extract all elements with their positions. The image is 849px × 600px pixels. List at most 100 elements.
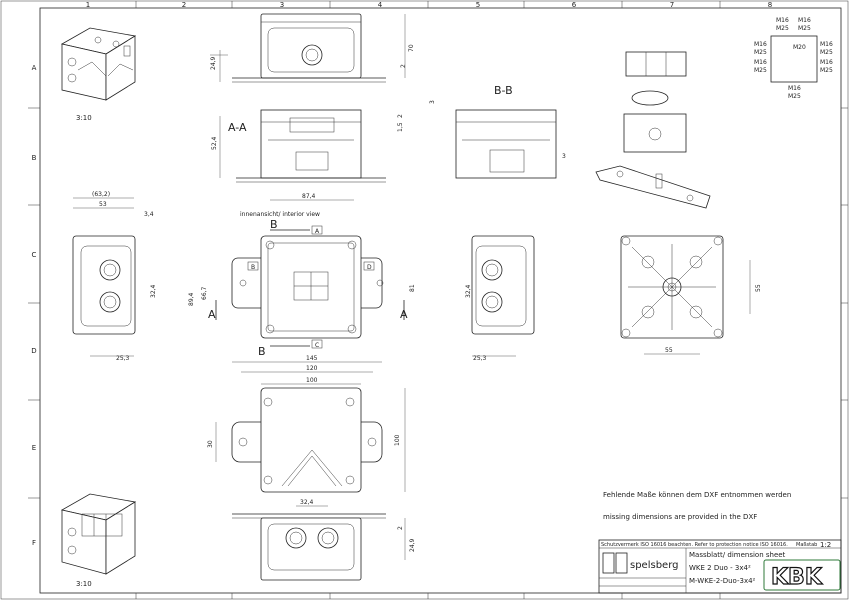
entry-right-2-m16: M16 xyxy=(820,59,833,66)
entry-left-1-m25: M25 xyxy=(754,49,767,56)
column-label-8: 8 xyxy=(768,1,772,9)
isometric-view-closed xyxy=(60,27,137,101)
entry-left-2-m16: M16 xyxy=(754,59,767,66)
entry-right-1-m25: M25 xyxy=(820,49,833,56)
cut-marker-b-top: B xyxy=(270,218,278,231)
entry-center-m20: M20 xyxy=(793,44,806,51)
bottom-view xyxy=(620,235,751,355)
tag-a: A xyxy=(315,228,320,235)
dim-3-4: 3,4 xyxy=(144,211,154,218)
row-label-d: D xyxy=(31,347,36,355)
dim-120: 120 xyxy=(306,365,318,372)
tag-b: B xyxy=(251,264,255,271)
tag-d: D xyxy=(367,264,372,271)
dim-1-5: 1,5 xyxy=(397,122,404,132)
dim-25-3-right: 25,3 xyxy=(473,355,487,362)
column-label-1: 1 xyxy=(86,1,90,9)
row-label-f: F xyxy=(32,539,36,547)
row-label-e: E xyxy=(32,444,36,452)
dim-32-4-left: 32,4 xyxy=(150,284,157,298)
product-name: WKE 2 Duo - 3x4² xyxy=(689,564,751,572)
section-label-b-b: B-B xyxy=(494,84,513,97)
dim-30: 30 xyxy=(207,440,214,448)
sheet-inner-frame xyxy=(39,7,842,594)
kbk-logo-text: KBK xyxy=(771,565,823,590)
row-grid: A B C D E F xyxy=(28,64,848,547)
entry-top-left-m25: M25 xyxy=(776,25,789,32)
scale-value: 1:2 xyxy=(820,541,831,549)
note-german: Fehlende Maße können dem DXF entnommen w… xyxy=(603,491,791,499)
main-interior-view xyxy=(215,225,405,349)
dim-3-bb-top: 3 xyxy=(429,100,436,104)
kbk-logo: KBK xyxy=(763,559,841,591)
side-view-right xyxy=(471,235,535,357)
entry-left-1-m16: M16 xyxy=(754,41,767,48)
dim-53: 53 xyxy=(99,201,107,208)
dim-25-3-left: 25,3 xyxy=(116,355,130,362)
entry-bottom-m16: M16 xyxy=(788,85,801,92)
side-view-top xyxy=(210,13,386,83)
entry-bottom-m25: M25 xyxy=(788,93,801,100)
dim-89-4: 89,4 xyxy=(188,292,195,306)
cut-marker-b-bottom: B xyxy=(258,345,266,358)
row-label-b: B xyxy=(32,154,37,162)
dim-55-horizontal: 55 xyxy=(665,347,673,354)
dim-100-horizontal: 100 xyxy=(306,377,318,384)
iso-scale-bottom: 3:10 xyxy=(76,580,92,588)
dim-24-9-bottom: 24,9 xyxy=(409,538,416,552)
dim-81: 81 xyxy=(409,284,416,292)
dim-32-4-bottom: 32,4 xyxy=(300,499,314,506)
column-label-3: 3 xyxy=(280,1,284,9)
dim-87-4: 87,4 xyxy=(302,193,316,200)
part-number: M-WKE-2-Duo-3x4² xyxy=(689,577,756,585)
column-label-6: 6 xyxy=(572,1,577,9)
dim-55-vertical: 55 xyxy=(755,284,762,292)
dim-2-aa: 2 xyxy=(397,114,404,118)
scale-label: Maßstab xyxy=(796,542,817,548)
dim-100-vertical: 100 xyxy=(394,434,401,446)
column-label-5: 5 xyxy=(476,1,480,9)
entry-right-1-m16: M16 xyxy=(820,41,833,48)
tag-c: C xyxy=(315,342,319,349)
side-view-left xyxy=(72,197,136,357)
cut-marker-a-left: A xyxy=(208,308,216,321)
document-title: Massblatt/ dimension sheet xyxy=(689,551,786,559)
column-grid: 1 2 3 4 5 6 7 8 xyxy=(86,1,772,599)
entry-top-right-m25: M25 xyxy=(798,25,811,32)
dim-2-bottom: 2 xyxy=(397,526,404,530)
dim-32-4-right: 32,4 xyxy=(465,284,472,298)
entry-top-right-m16: M16 xyxy=(798,17,811,24)
company-name: spelsberg xyxy=(630,560,678,571)
column-label-4: 4 xyxy=(378,1,383,9)
dim-2-top: 2 xyxy=(400,64,407,68)
cut-marker-a-right: A xyxy=(400,308,408,321)
interior-view-label: innenansicht/ interior view xyxy=(240,211,320,218)
cable-entry-diagram xyxy=(770,35,818,83)
dim-70: 70 xyxy=(408,44,415,52)
side-view-bottom xyxy=(232,505,406,581)
row-label-a: A xyxy=(32,64,37,72)
section-a-a xyxy=(236,109,386,201)
section-label-a-a: A-A xyxy=(228,121,247,134)
dim-24-9-top: 24,9 xyxy=(210,56,217,70)
dim-52-4: 52,4 xyxy=(211,136,218,150)
dim-66-7: 66,7 xyxy=(201,286,208,300)
lid-view xyxy=(215,361,406,493)
entry-right-2-m25: M25 xyxy=(820,67,833,74)
entry-left-2-m25: M25 xyxy=(754,67,767,74)
column-label-7: 7 xyxy=(670,1,674,9)
title-block xyxy=(598,539,842,594)
exploded-iso-view xyxy=(595,51,711,209)
column-label-2: 2 xyxy=(182,1,186,9)
isometric-view-open xyxy=(60,493,137,575)
dim-63-2: (63,2) xyxy=(92,191,110,198)
note-english: missing dimensions are provided in the D… xyxy=(603,513,757,521)
row-label-c: C xyxy=(32,251,37,259)
dim-3-bb-side: 3 xyxy=(562,153,566,160)
dim-145: 145 xyxy=(306,355,318,362)
section-b-b xyxy=(455,109,557,179)
protection-notice: Schutzvermerk ISO 16016 beachten. Refer … xyxy=(601,542,788,548)
entry-top-left-m16: M16 xyxy=(776,17,789,24)
